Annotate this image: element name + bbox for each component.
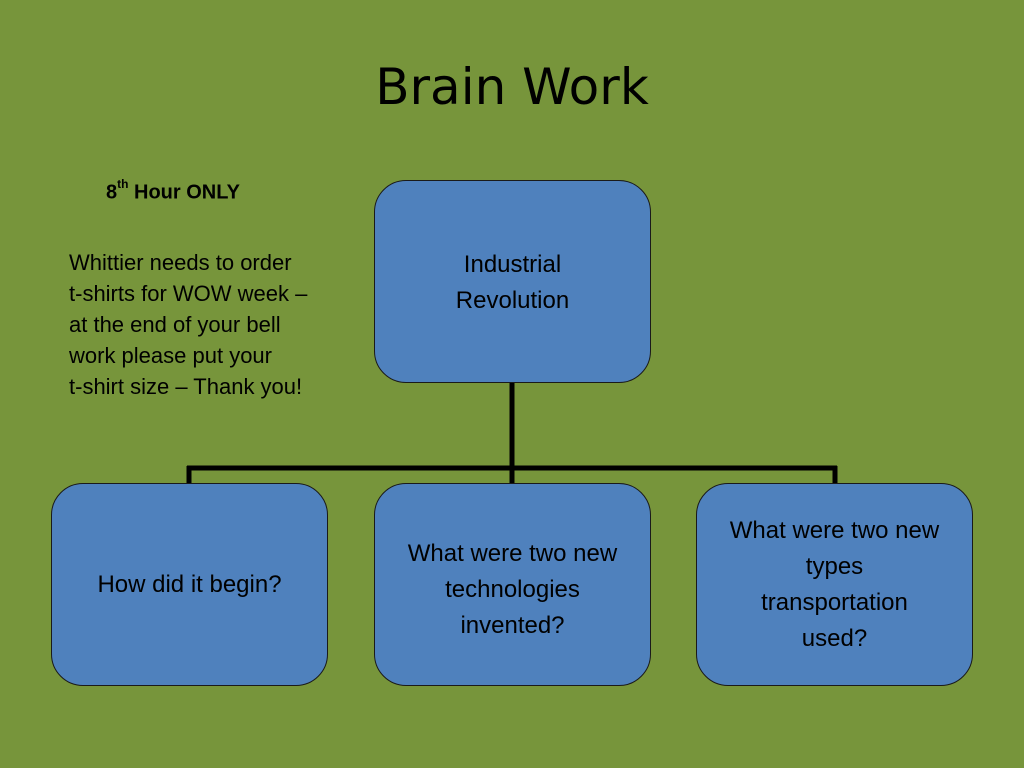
announcement-line: work please put your — [69, 343, 272, 368]
child-node-label: What were two new — [729, 516, 940, 544]
child-node-label: How did it begin? — [97, 570, 282, 598]
hour-label: Hour ONLY — [128, 181, 240, 204]
child-node-technologies: What were two new technologies invented? — [374, 483, 651, 686]
root-node-industrial-revolution: Industrial Revolution — [374, 180, 651, 383]
child-node-transportation: What were two new types transportation u… — [696, 483, 973, 686]
announcement-line: at the end of your bell — [69, 312, 281, 337]
tshirt-announcement: Whittier needs to order t-shirts for WOW… — [69, 247, 369, 402]
child-node-label: technologies — [445, 575, 580, 603]
announcement-line: t-shirts for WOW week – — [69, 281, 308, 306]
child-node-label: used? — [801, 624, 868, 652]
hour-ordinal-suffix: th — [117, 177, 129, 191]
child-node-how-did-it-begin: How did it begin? — [51, 483, 328, 686]
hour-number: 8 — [106, 181, 118, 204]
root-node-label: Revolution — [455, 287, 570, 314]
root-node-label: Industrial — [463, 251, 562, 278]
announcement-line: t-shirt size – Thank you! — [69, 374, 303, 399]
child-node-label: types — [805, 552, 864, 580]
child-node-label: What were two new — [407, 539, 618, 567]
child-node-label: invented? — [460, 611, 565, 639]
slide-title: Brain Work — [375, 58, 649, 116]
child-node-label: transportation — [761, 588, 908, 616]
announcement-line: Whittier needs to order — [69, 250, 292, 275]
class-period-note: 8th Hour ONLY — [106, 177, 240, 205]
